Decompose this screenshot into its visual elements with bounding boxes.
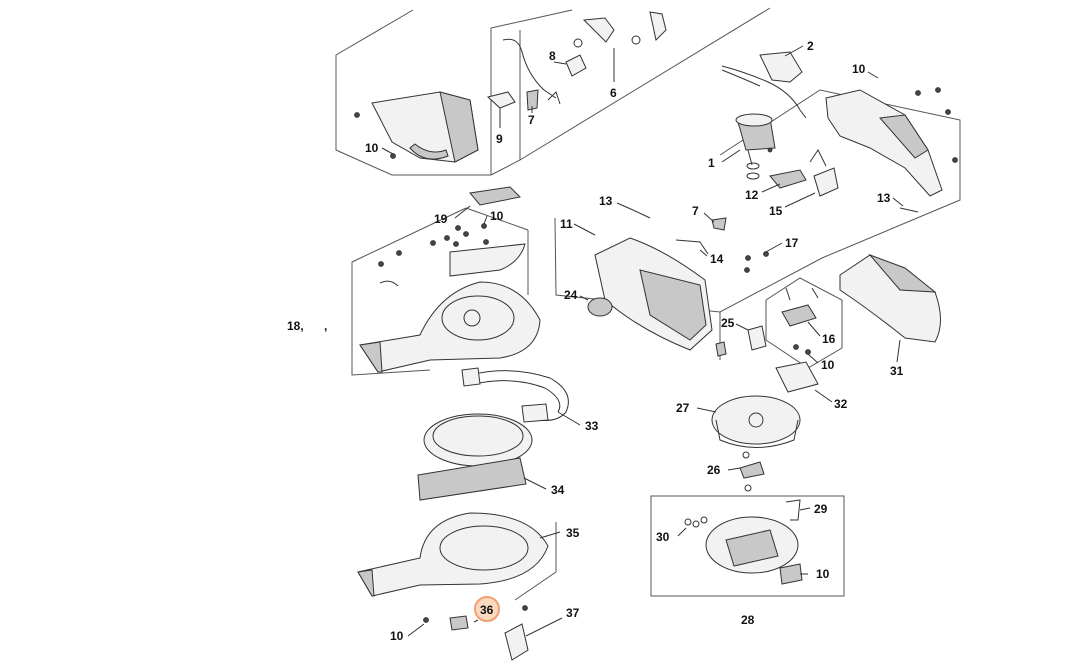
cover-part-31 [839, 253, 941, 343]
part-label-18-comma: , [324, 319, 327, 333]
part-label-13a[interactable]: 13 [599, 194, 613, 208]
part-label-13b[interactable]: 13 [877, 191, 891, 205]
part-label-16[interactable]: 16 [822, 332, 836, 346]
lever-part-6 [582, 11, 667, 45]
part-label-17[interactable]: 17 [785, 236, 799, 250]
group-box-35 [514, 522, 557, 601]
screws-part-10-mid [793, 344, 811, 355]
part-label-35[interactable]: 35 [566, 526, 580, 540]
pin-part-13 [632, 207, 919, 219]
part-label-25[interactable]: 25 [721, 316, 735, 330]
part-label-30[interactable]: 30 [656, 530, 670, 544]
screws-part-17 [744, 251, 769, 273]
air-intake-cover [449, 243, 526, 277]
fan-part-27 [711, 395, 801, 448]
part-label-36[interactable]: 36 [480, 603, 494, 617]
screws-group-19 [378, 223, 489, 267]
part-label-14[interactable]: 14 [710, 252, 724, 266]
part-label-6[interactable]: 6 [610, 86, 617, 100]
part-label-24[interactable]: 24 [564, 288, 578, 302]
part-label-10f[interactable]: 10 [390, 629, 404, 643]
fastener-set-26 [739, 451, 765, 492]
spring-part-14 [675, 239, 709, 255]
part-label-27[interactable]: 27 [676, 401, 690, 415]
latch-part-25 [715, 325, 767, 357]
housing-lower-35 [357, 512, 549, 597]
callout-highlight-36[interactable] [474, 596, 500, 622]
part-label-31[interactable]: 31 [890, 364, 904, 378]
blower-housing-upper [359, 281, 541, 373]
part-label-7b[interactable]: 7 [692, 204, 699, 218]
part-label-8[interactable]: 8 [549, 49, 556, 63]
spring-part-30 [684, 516, 708, 528]
group-box-16 [765, 277, 843, 369]
filter-part-28 [705, 516, 803, 585]
part-label-37[interactable]: 37 [566, 606, 580, 620]
housing-ring-34 [417, 413, 533, 501]
part-label-10e[interactable]: 10 [816, 567, 830, 581]
part-label-18[interactable]: 18, [287, 319, 304, 333]
part-label-7a[interactable]: 7 [528, 113, 535, 127]
part-label-15[interactable]: 15 [769, 204, 783, 218]
part-label-2[interactable]: 2 [807, 39, 814, 53]
trigger-part-9 [486, 91, 516, 109]
part-label-10a[interactable]: 10 [852, 62, 866, 76]
clip-part-18 [379, 280, 399, 287]
part-label-11[interactable]: 11 [560, 217, 573, 231]
handle-housing-right [825, 87, 958, 197]
part-label-9[interactable]: 9 [496, 132, 503, 146]
leader-lines [381, 45, 904, 637]
cable-harness-part-2 [721, 51, 807, 119]
cover-part-37 [504, 623, 529, 661]
pad-part-36 [449, 615, 469, 631]
switch-assembly-16 [781, 287, 819, 327]
part-label-29[interactable]: 29 [814, 502, 828, 516]
switch-part-7 [526, 89, 539, 111]
part-label-32[interactable]: 32 [834, 397, 848, 411]
handle-housing-left [354, 91, 479, 163]
bracket-part-32 [775, 361, 819, 393]
part-label-26[interactable]: 26 [707, 463, 721, 477]
handle-part-33 [461, 367, 569, 423]
part-label-28[interactable]: 28 [741, 613, 755, 627]
part-label-10c[interactable]: 10 [490, 209, 504, 223]
group-box-18 [351, 207, 529, 376]
label-part-24 [587, 297, 613, 317]
part-label-10d[interactable]: 10 [821, 358, 835, 372]
motor-housing-part-11 [594, 237, 713, 351]
part-label-33[interactable]: 33 [585, 419, 599, 433]
group-box-28 [650, 495, 845, 597]
part-label-19[interactable]: 19 [434, 212, 448, 226]
part-label-10b[interactable]: 10 [365, 141, 379, 155]
part-label-34[interactable]: 34 [551, 483, 565, 497]
bracket-part-12 [769, 169, 807, 189]
group-box-top [335, 7, 771, 176]
wire-part-8 [502, 38, 587, 105]
part-label-12[interactable]: 12 [745, 188, 759, 202]
cap-part-7 [711, 217, 727, 231]
screws-part-10-bottom [423, 605, 528, 623]
part-label-1[interactable]: 1 [708, 156, 715, 170]
label-plate-19 [469, 186, 522, 206]
motor-part-1 [735, 113, 776, 180]
switch-part-15 [809, 149, 839, 197]
clip-part-29 [785, 499, 801, 521]
